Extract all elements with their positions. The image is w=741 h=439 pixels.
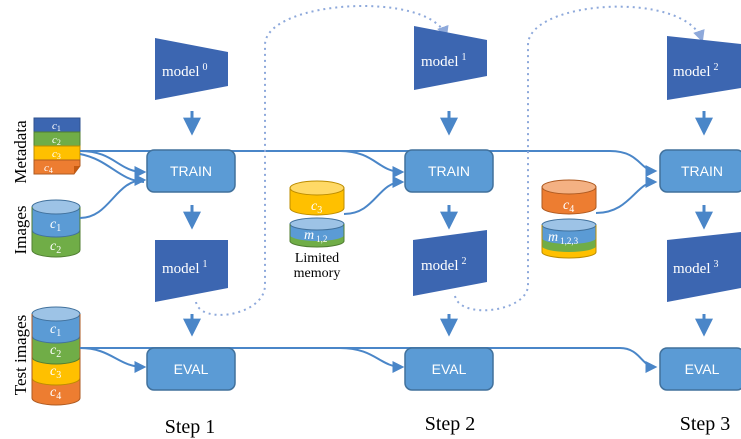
metadata-c4: c4 xyxy=(44,162,53,175)
train-label-1: TRAIN xyxy=(170,163,212,179)
step3-new-c4: c4 xyxy=(563,198,574,215)
test-images-database: c1 c2 c3 c4 xyxy=(31,306,81,406)
train-box-1 xyxy=(146,149,236,193)
train-label-2: TRAIN xyxy=(428,163,470,179)
model-in-shape-2 xyxy=(414,26,487,90)
train-box-3 xyxy=(659,149,741,193)
step-label-2: Step 2 xyxy=(425,413,476,435)
test-c2: c2 xyxy=(50,343,61,360)
test-c4: c4 xyxy=(50,385,61,402)
metadata-to-train1 xyxy=(79,150,147,178)
test-c1: c1 xyxy=(50,322,61,339)
test-to-eval1 xyxy=(79,347,147,373)
metadata-c2: c2 xyxy=(52,134,61,147)
eval-label-1: EVAL xyxy=(174,361,209,377)
eval-box-2 xyxy=(404,347,494,391)
model-out-shape-1 xyxy=(155,240,228,302)
row-label-images: Images xyxy=(11,205,30,254)
step-label-1: Step 1 xyxy=(165,416,216,438)
step2-new-c3: c3 xyxy=(311,199,322,216)
eval-box-3 xyxy=(659,347,741,391)
model-out-shape-3 xyxy=(667,232,741,302)
step3-db-to-train xyxy=(595,176,658,214)
model-out-shape-2 xyxy=(413,230,487,296)
eval-label-2: EVAL xyxy=(432,361,467,377)
images-to-train1 xyxy=(79,174,147,219)
row-label-metadata: Metadata xyxy=(11,120,30,184)
metadata-stack: c1 c2 c3 c4 xyxy=(33,117,81,175)
model-in-shape-3 xyxy=(667,36,741,100)
carry-arrow-2 xyxy=(454,5,705,312)
images-c2: c2 xyxy=(50,239,61,256)
metadata-c4-to-train1 xyxy=(79,153,145,183)
metadata-c1: c1 xyxy=(52,120,61,133)
images-database: c1 c2 xyxy=(31,199,81,258)
model-in-shape-1 xyxy=(155,38,228,100)
test-line xyxy=(80,347,658,373)
eval-label-3: EVAL xyxy=(685,361,720,377)
metadata-to-train2 xyxy=(339,150,405,178)
metadata-line xyxy=(80,150,658,177)
eval-box-1 xyxy=(146,347,236,391)
metadata-c3: c3 xyxy=(52,148,61,161)
row-label-test-images: Test images xyxy=(11,315,30,395)
test-c3: c3 xyxy=(50,364,61,381)
memory-label: memory xyxy=(294,266,341,281)
step-label-3: Step 3 xyxy=(680,413,731,435)
step2-db-to-train xyxy=(343,176,405,215)
test-to-eval2 xyxy=(339,347,405,373)
carry-arrow-1 xyxy=(195,5,449,316)
train-label-3: TRAIN xyxy=(681,163,723,179)
images-c1: c1 xyxy=(50,217,61,234)
limited-label: Limited xyxy=(295,251,339,266)
train-box-2 xyxy=(404,149,494,193)
